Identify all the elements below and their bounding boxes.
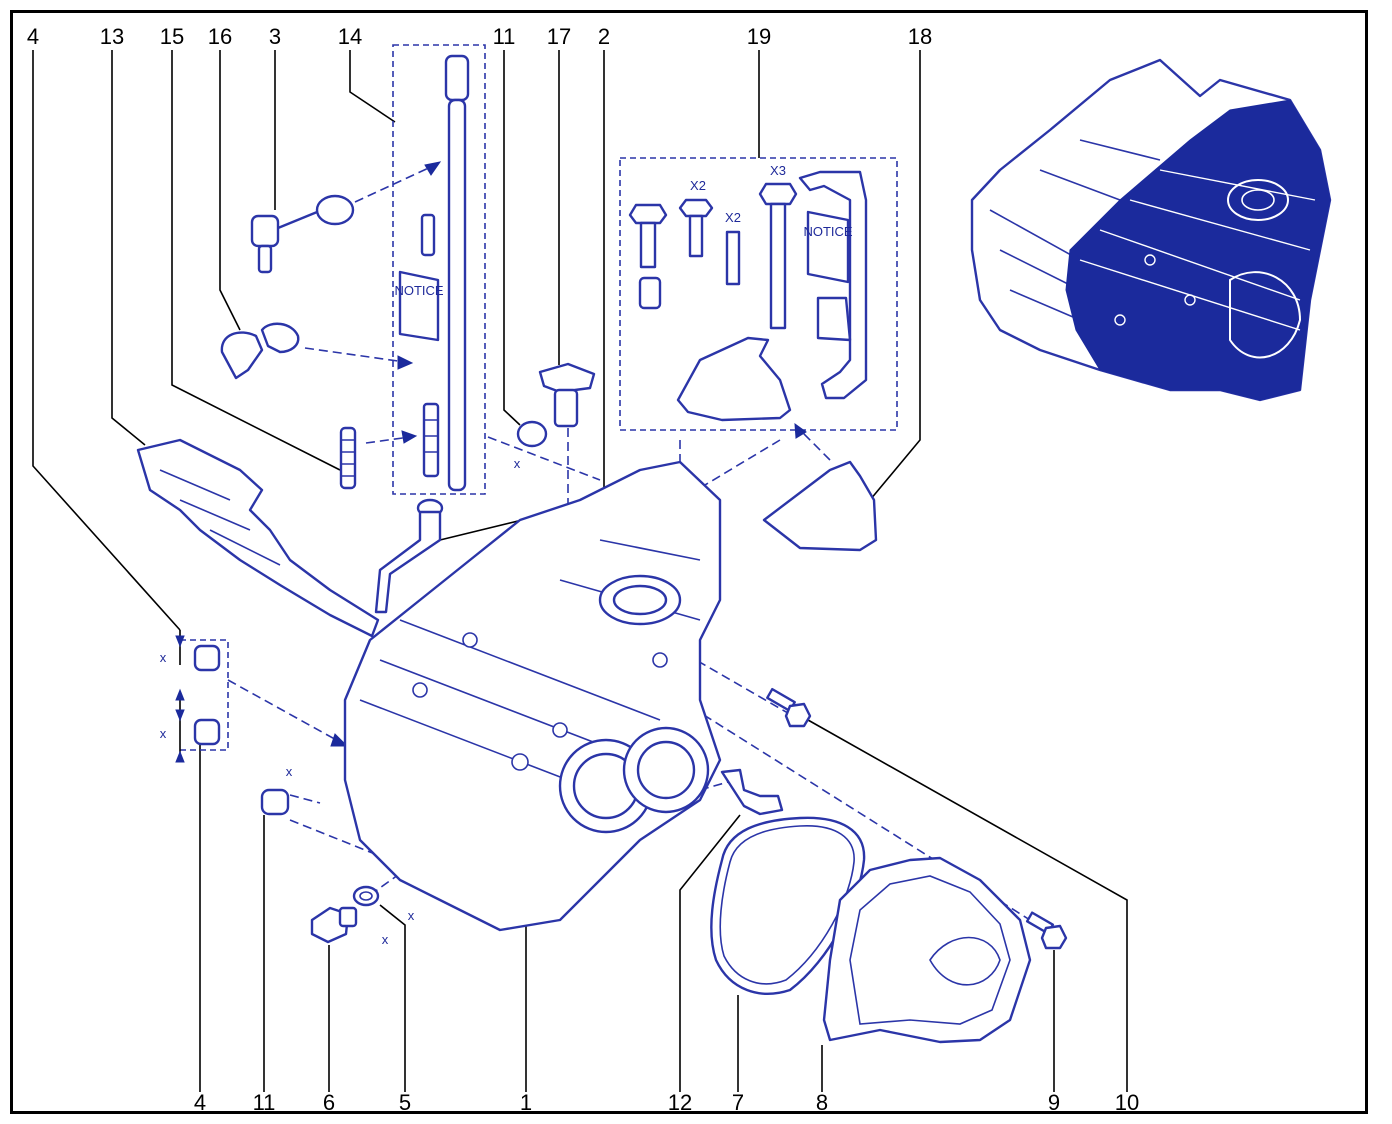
notice-booklet-left: NOTICE (394, 270, 444, 342)
figure-frame (10, 10, 1368, 1114)
part-10-bolt (766, 687, 812, 728)
part-3-breather-cap (250, 194, 355, 274)
dipstick-kit-box (392, 44, 486, 495)
label-bottom-10: 10 (1115, 1090, 1139, 1115)
label-bottom-1: 1 (520, 1090, 532, 1115)
x-mark-4: x (286, 764, 293, 779)
label-top-16: 16 (208, 24, 232, 49)
part-15-connector (339, 426, 357, 490)
label-bottom-9: 9 (1048, 1090, 1060, 1115)
x-mark-3: x (160, 726, 167, 741)
part-12-switch (720, 768, 784, 816)
leader-lines (32, 50, 1128, 1092)
part-17-sensor (538, 362, 596, 428)
notice-right-text: NOTICE (803, 224, 852, 239)
label-top-14: 14 (338, 24, 362, 49)
part-14-dipstick-tube (420, 54, 470, 492)
label-top-19: 19 (747, 24, 771, 49)
label-bottom-4: 4 (194, 1090, 206, 1115)
part-18-gasket (762, 460, 878, 552)
label-bottom-12: 12 (668, 1090, 692, 1115)
part-9-bolt (1025, 911, 1068, 950)
x-mark-6: x (408, 908, 415, 923)
label-top-15: 15 (160, 24, 184, 49)
part-13-bracket (136, 438, 380, 638)
inset-assembled-gearbox (970, 58, 1332, 402)
label-bottom-7: 7 (732, 1090, 744, 1115)
label-top-3: 3 (269, 24, 281, 49)
label-bottom-6: 6 (323, 1090, 335, 1115)
x-mark-1: x (514, 456, 521, 471)
x3-nut-label: X3 (770, 163, 786, 178)
label-top-17: 17 (547, 24, 571, 49)
x2-bolt-label: X2 (690, 178, 706, 193)
x2-stud-label: X2 (725, 210, 741, 225)
x-mark-5: x (382, 932, 389, 947)
x-mark-2: x (160, 650, 167, 665)
label-top-2: 2 (598, 24, 610, 49)
part-11-bush-top (516, 420, 548, 448)
part-6-drain-plug (310, 906, 358, 944)
label-top-11: 11 (493, 24, 516, 49)
label-bottom-5: 5 (399, 1090, 411, 1115)
label-bottom-8: 8 (816, 1090, 828, 1115)
part-2-elbow-tube (374, 498, 444, 614)
part-16-clip (220, 322, 300, 380)
notice-left-text: NOTICE (394, 283, 443, 298)
part-4-bushes (175, 630, 229, 763)
label-top-18: 18 (908, 24, 932, 49)
part-8-cover (822, 856, 1032, 1044)
part-1-gearbox-housing (343, 460, 722, 932)
notice-booklet-right: NOTICE (803, 210, 853, 284)
kit-19-fixings: X2 X2 X3 (628, 163, 868, 422)
part-5-washer (352, 885, 380, 907)
label-bottom-11: 11 (253, 1090, 276, 1115)
part-11-bush-bottom (260, 788, 290, 816)
part-7-seal (710, 816, 866, 995)
label-top-4: 4 (27, 24, 39, 49)
label-top-13: 13 (100, 24, 124, 49)
fixing-kit-box (619, 157, 898, 431)
